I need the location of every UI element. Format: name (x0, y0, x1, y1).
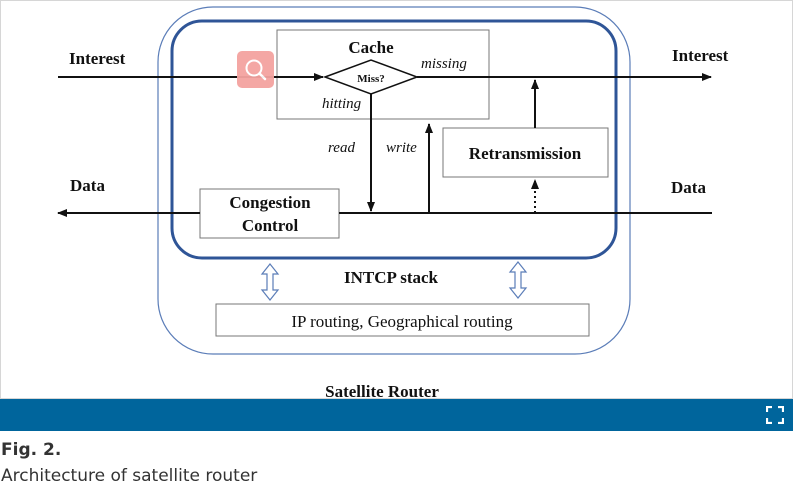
stack-to-routing-arrow-right (508, 261, 528, 299)
architecture-diagram: Interest Interest Data Data Cache Miss? … (57, 6, 729, 400)
missing-label: missing (421, 56, 467, 72)
congestion-label-line2: Control (242, 216, 299, 235)
miss-label: Miss? (357, 73, 385, 85)
intcp-box (170, 19, 618, 260)
data-out-label: Data (671, 178, 706, 197)
read-label: read (328, 140, 355, 156)
satellite-router-label: Satellite Router (325, 382, 439, 400)
ip-routing-box (215, 303, 590, 337)
write-label: write (386, 140, 417, 156)
congestion-label-line1: Congestion (229, 193, 311, 212)
hitting-label: hitting (322, 96, 362, 112)
figure-caption-text: Architecture of satellite router (1, 466, 258, 486)
interest-in-label: Interest (69, 49, 126, 68)
retransmission-label: Retransmission (469, 144, 582, 163)
interest-out-label: Interest (672, 46, 729, 65)
intcp-stack-label: INTCP stack (344, 268, 439, 287)
magnifier-icon (245, 59, 267, 81)
stack-to-routing-arrow-left (260, 263, 280, 301)
figure-caption-label: Fig. 2. (1, 440, 62, 460)
expand-button[interactable] (765, 405, 785, 425)
data-in-label: Data (70, 176, 105, 195)
ip-routing-label: IP routing, Geographical routing (291, 312, 513, 331)
retransmission-box (442, 127, 609, 178)
congestion-control-box (199, 188, 340, 239)
figure-toolbar (0, 399, 793, 431)
satellite-router-box (157, 6, 631, 355)
miss-diamond (322, 59, 420, 95)
zoom-button[interactable] (237, 51, 274, 88)
cache-label: Cache (348, 38, 394, 57)
expand-icon (765, 405, 785, 425)
